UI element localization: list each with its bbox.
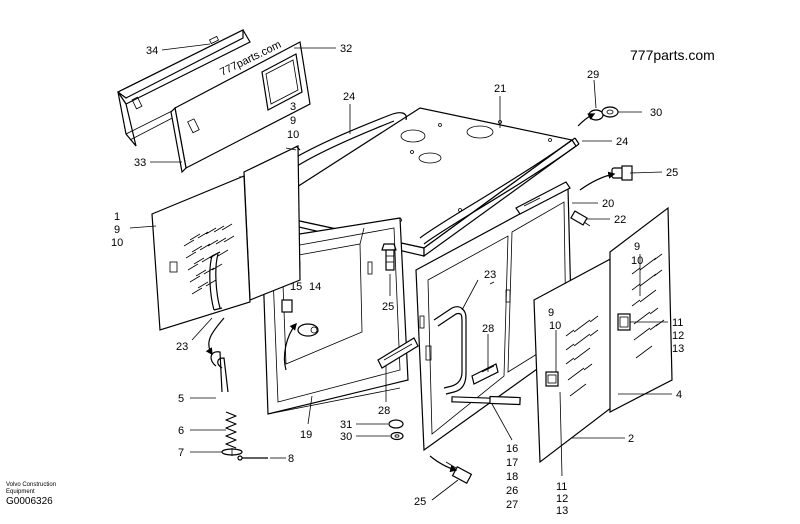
callout-17: 17 — [506, 457, 518, 469]
callout-23-right: 23 — [484, 269, 496, 281]
callout-10-left: 10 — [111, 237, 123, 249]
washer-31 — [388, 419, 404, 429]
callout-14: 14 — [309, 281, 321, 293]
door-panel-2 — [533, 255, 625, 464]
gas-strut — [451, 395, 521, 406]
callout-16: 16 — [506, 443, 518, 455]
callout-9-left: 9 — [114, 224, 120, 236]
latch-14 — [297, 323, 319, 337]
callout-25-bottom: 25 — [414, 496, 426, 508]
callout-7: 7 — [178, 447, 184, 459]
callout-29: 29 — [587, 69, 599, 81]
hose-5 — [210, 351, 229, 393]
brand-caption: Volvo Construction Equipment — [6, 482, 57, 495]
callout-31: 31 — [340, 419, 352, 431]
callout-21: 21 — [494, 83, 506, 95]
callout-26: 26 — [506, 485, 518, 497]
panel-34 — [116, 29, 251, 147]
watermark-text: 777parts.com — [630, 47, 715, 63]
callout-9-door2: 9 — [548, 307, 554, 319]
callout-30-low: 30 — [340, 431, 352, 443]
callout-28-low: 28 — [378, 405, 390, 417]
callout-11: 11 — [672, 317, 683, 329]
callout-13: 13 — [672, 343, 684, 355]
motion-arrows — [205, 113, 616, 473]
pin-8 — [237, 455, 268, 461]
callout-2: 2 — [628, 433, 634, 445]
callout-22: 22 — [614, 214, 626, 226]
bolt-22 — [570, 210, 591, 227]
callout-3: 3 — [290, 101, 296, 113]
drawing-code: G0006326 — [6, 496, 53, 507]
spring-6 — [225, 411, 237, 449]
washer-30 — [601, 106, 619, 118]
bolt-25-top — [611, 165, 633, 181]
latch-15 — [281, 299, 293, 313]
callout-33: 33 — [134, 157, 146, 169]
strip-28-low — [377, 337, 419, 369]
callout-24: 24 — [343, 91, 355, 103]
screw-7 — [221, 448, 243, 456]
callout-18: 18 — [506, 471, 518, 483]
callout-10-door2: 10 — [549, 320, 561, 332]
callout-15: 15 — [290, 281, 302, 293]
callout-32: 32 — [340, 43, 352, 55]
callout-5: 5 — [178, 393, 184, 405]
callout-28-mid: 28 — [482, 323, 494, 335]
callout-9: 9 — [290, 115, 296, 127]
door-panel-4 — [609, 206, 673, 413]
callout-13-low: 13 — [556, 505, 568, 517]
callout-25-top: 25 — [666, 167, 678, 179]
callout-8: 8 — [288, 453, 294, 465]
leader-lines — [129, 43, 672, 501]
callout-23-left: 23 — [176, 341, 188, 353]
callout-9-door4: 9 — [634, 241, 640, 253]
callout-30: 30 — [650, 107, 662, 119]
callout-10-door4: 10 — [631, 255, 643, 267]
callout-10: 10 — [287, 129, 299, 141]
callout-12-low: 12 — [556, 493, 568, 505]
callout-20: 20 — [602, 198, 614, 210]
callouts: 34 32 33 3 9 10 24 21 29 30 24 25 20 22 … — [111, 43, 684, 517]
panel-32 — [170, 41, 311, 174]
callout-34: 34 — [146, 45, 158, 57]
bolt-25-roof — [381, 243, 397, 271]
callout-6: 6 — [178, 425, 184, 437]
door-panel-1 — [151, 175, 251, 331]
callout-25-mid: 25 — [382, 301, 394, 313]
handrail-right — [419, 137, 580, 245]
handle-23 — [433, 306, 467, 395]
callout-12: 12 — [672, 330, 684, 342]
callout-1: 1 — [114, 211, 120, 223]
callout-11-low: 11 — [556, 481, 567, 493]
washer-30-low — [390, 431, 404, 441]
callout-4: 4 — [676, 389, 682, 401]
rail-20 — [515, 181, 571, 215]
bolt-25-bottom — [445, 461, 473, 484]
callout-19: 19 — [300, 429, 312, 441]
callout-27: 27 — [506, 499, 518, 511]
callout-24-right: 24 — [616, 136, 628, 148]
